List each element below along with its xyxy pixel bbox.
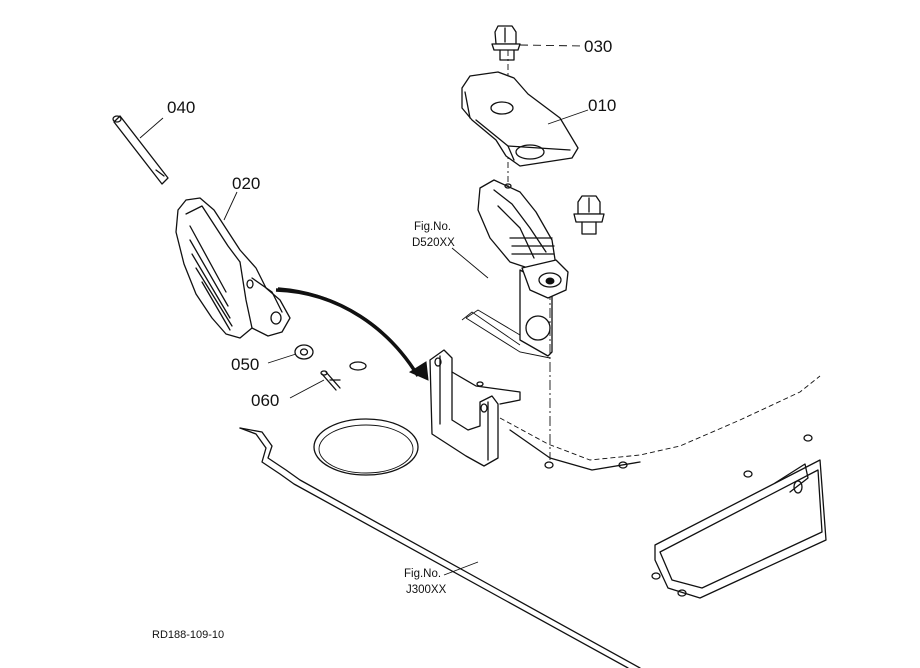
callout-030: 030 xyxy=(584,37,612,56)
part-060-cotter-pin xyxy=(320,370,341,391)
callout-010: 010 xyxy=(588,96,616,115)
callout-060: 060 xyxy=(251,391,279,410)
part-030-bolt xyxy=(491,25,521,61)
callout-020: 020 xyxy=(232,174,260,193)
fig-ref-upper-code: D520XX xyxy=(412,237,455,249)
assembly-arrow xyxy=(275,287,429,381)
recess-plate xyxy=(651,459,827,599)
sensor-bolt xyxy=(573,195,605,235)
part-010-bracket xyxy=(461,71,579,167)
throttle-sensor xyxy=(477,179,569,299)
leader-lines xyxy=(139,109,589,576)
callout-040: 040 xyxy=(167,98,195,117)
pedal-bracket xyxy=(429,311,521,467)
floor-plate xyxy=(239,361,821,668)
drawing-code: RD188-109-10 xyxy=(152,629,224,641)
part-050-washer xyxy=(294,344,314,360)
part-020-pedal xyxy=(175,197,291,339)
fig-ref-lower-code: J300XX xyxy=(406,584,447,596)
fig-ref-lower-title: Fig.No. xyxy=(404,568,441,580)
fig-ref-upper-title: Fig.No. xyxy=(414,221,451,233)
part-040-pin xyxy=(112,115,169,185)
callout-050: 050 xyxy=(231,355,259,374)
